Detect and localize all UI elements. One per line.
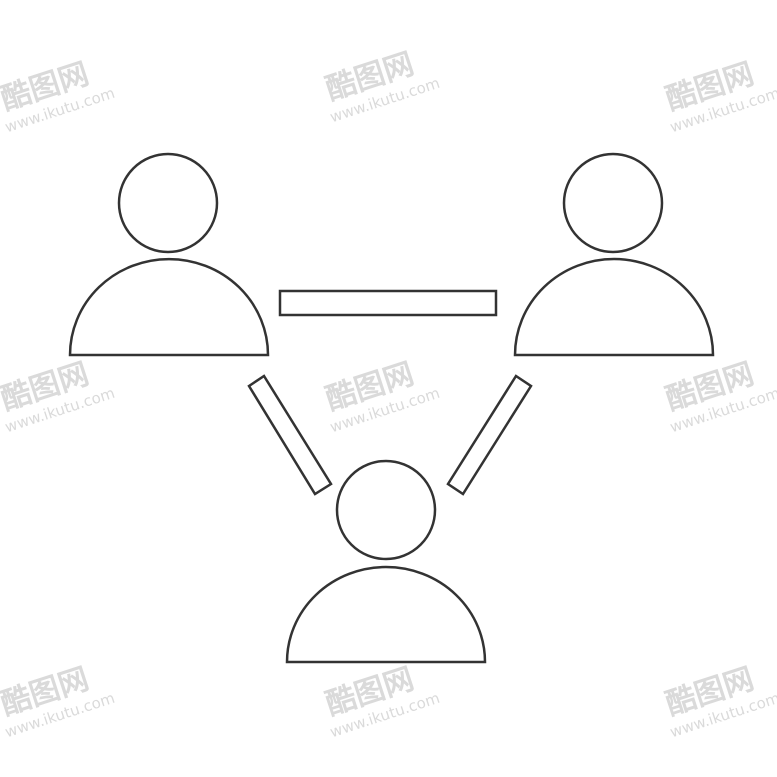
person-head-icon — [335, 459, 437, 561]
link-left — [247, 374, 333, 496]
watermark-1: 酷图网 www.ikutu.com — [0, 57, 117, 137]
link-right — [446, 374, 533, 496]
person-body-icon — [285, 565, 487, 664]
watermark-layer: 酷图网 www.ikutu.com 酷图网 www.ikutu.com 酷图网 … — [0, 47, 777, 742]
person-bottom — [285, 459, 487, 664]
watermark-4: 酷图网 www.ikutu.com — [0, 357, 117, 437]
watermark-9: 酷图网 www.ikutu.com — [662, 662, 777, 742]
person-body-icon — [68, 257, 270, 357]
watermark-6: 酷图网 www.ikutu.com — [662, 357, 777, 437]
watermark-5: 酷图网 www.ikutu.com — [322, 357, 442, 437]
person-body-icon — [513, 257, 715, 357]
link-top — [278, 289, 498, 317]
watermark-8: 酷图网 www.ikutu.com — [322, 662, 442, 742]
person-head-icon — [562, 152, 664, 254]
watermark-3: 酷图网 www.ikutu.com — [662, 57, 777, 137]
person-top-right — [513, 152, 715, 357]
watermark-2: 酷图网 www.ikutu.com — [322, 47, 442, 127]
connection-links — [247, 289, 533, 496]
person-top-left — [68, 152, 270, 357]
watermark-7: 酷图网 www.ikutu.com — [0, 662, 117, 742]
person-head-icon — [117, 152, 219, 254]
